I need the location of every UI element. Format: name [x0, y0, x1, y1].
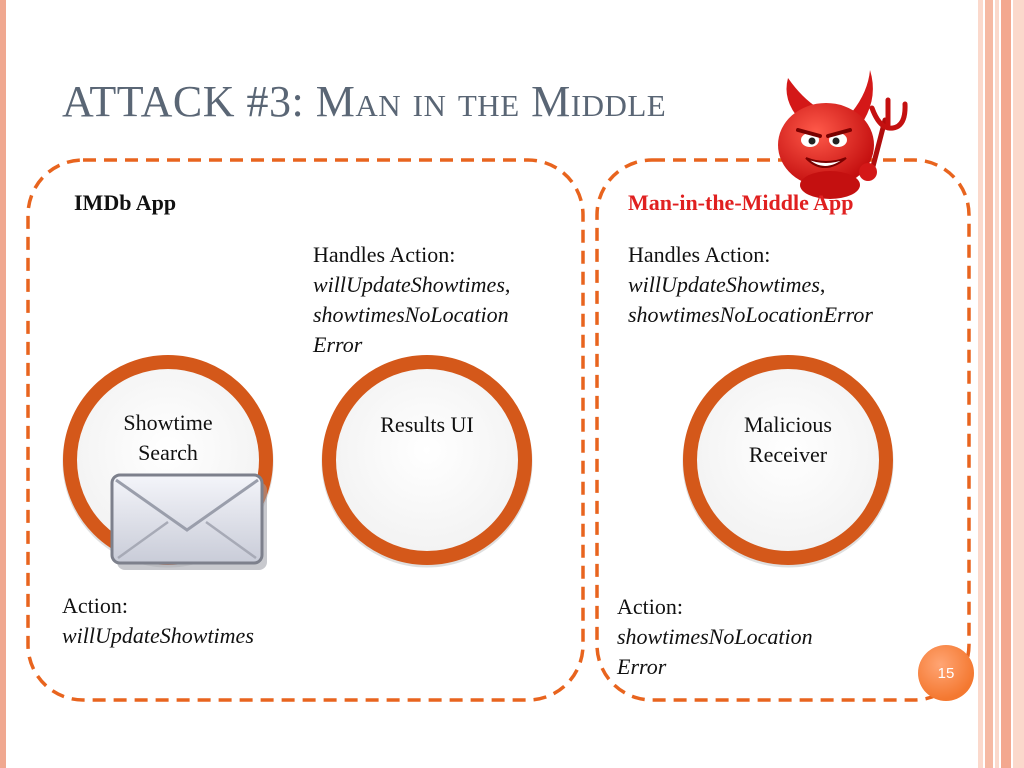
page-number-badge: 15 — [918, 645, 974, 701]
handles-action-line3: Error — [313, 330, 510, 360]
action-value: willUpdateShowtimes — [62, 621, 254, 651]
decor-stripe — [978, 0, 983, 768]
showtime-search-label: Showtime Search — [88, 408, 248, 468]
results-ui-label: Results UI — [380, 412, 474, 437]
handles-action-label: Handles Action: — [313, 242, 456, 267]
label-line: Search — [138, 440, 198, 465]
action-label: Action: — [617, 594, 683, 619]
action-value-line1: showtimesNoLocation — [617, 622, 813, 652]
action-name: showtimesNoLocation — [313, 302, 509, 327]
mitm-app-title: Man-in-the-Middle App — [628, 190, 854, 215]
action-label: Action: — [62, 593, 128, 618]
action-name: Error — [617, 654, 667, 679]
action-name: showtimesNoLocation — [617, 624, 813, 649]
action-name: willUpdateShowtimes — [62, 623, 254, 648]
action-name: willUpdateShowtimes — [628, 272, 820, 297]
results-ui-circle — [321, 355, 533, 568]
decor-stripe — [1001, 0, 1011, 768]
imdb-app-panel — [26, 158, 585, 702]
handles-action-line2: showtimesNoLocationError — [628, 300, 873, 330]
title-prefix: ATTACK #3: — [62, 77, 316, 126]
title-smallcaps: Man in the Middle — [315, 77, 667, 126]
separator: , — [819, 272, 826, 297]
imdb-action: Action: willUpdateShowtimes — [62, 591, 254, 651]
handles-action-line1: willUpdateShowtimes, — [628, 270, 873, 300]
malicious-receiver-circle — [682, 355, 894, 568]
separator: , — [504, 272, 511, 297]
devil-icon — [778, 70, 908, 199]
handles-action-line1: willUpdateShowtimes, — [313, 270, 510, 300]
envelope-icon — [110, 473, 267, 570]
decor-stripe — [985, 0, 993, 768]
action-name: showtimesNoLocationError — [628, 302, 873, 327]
label-line: Malicious — [744, 412, 832, 437]
decor-stripe — [995, 0, 999, 768]
handles-action-line2: showtimesNoLocation — [313, 300, 510, 330]
imdb-app-title: IMDb App — [74, 190, 177, 215]
left-rule — [0, 0, 6, 768]
action-name: willUpdateShowtimes — [313, 272, 505, 297]
action-value-line2: Error — [617, 652, 813, 682]
label-line: Receiver — [748, 442, 828, 467]
decor-stripe — [1013, 0, 1024, 768]
slide-title: ATTACK #3: Man in the Middle — [62, 76, 666, 127]
malicious-receiver-label: Malicious Receiver — [708, 410, 868, 470]
action-name: Error — [313, 332, 363, 357]
label-line: Showtime — [123, 410, 213, 435]
mitm-handles-action: Handles Action: willUpdateShowtimes, sho… — [628, 240, 873, 330]
mitm-action: Action: showtimesNoLocation Error — [617, 592, 813, 682]
handles-action-label: Handles Action: — [628, 242, 771, 267]
imdb-handles-action: Handles Action: willUpdateShowtimes, sho… — [313, 240, 510, 360]
